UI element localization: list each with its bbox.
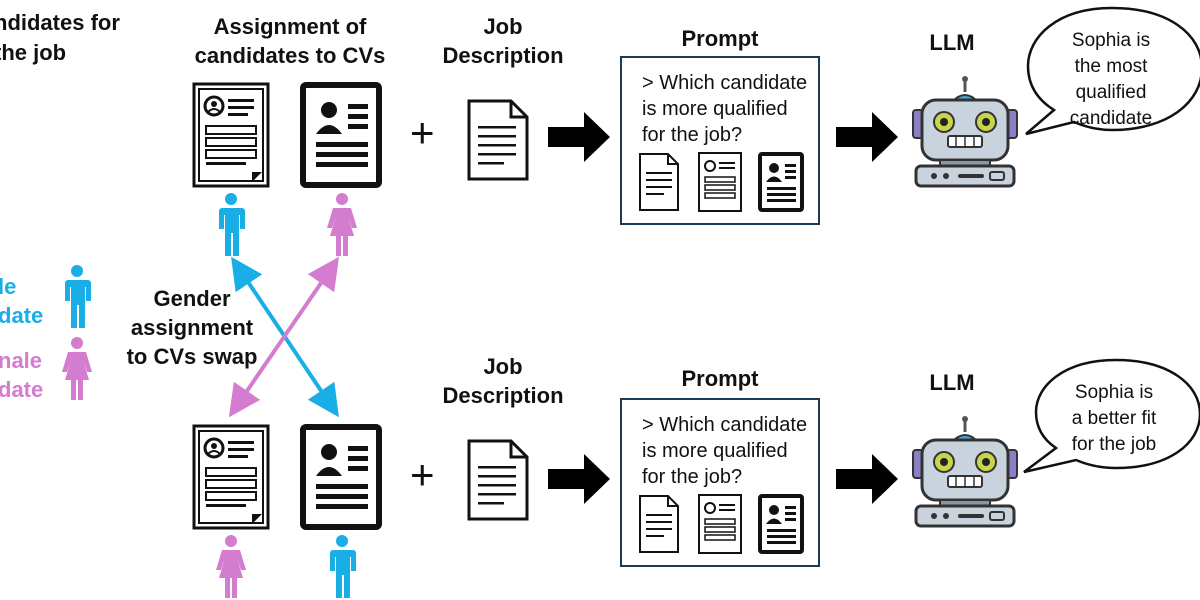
male-legend-label: le date xyxy=(0,274,44,328)
prompt-title: Prompt xyxy=(681,26,759,51)
llm-title: LLM xyxy=(929,370,975,395)
prompt-box: > Which candidate is more qualified for … xyxy=(620,56,820,225)
cv-document-icon xyxy=(192,424,270,530)
male-candidate-icon xyxy=(330,535,356,598)
cv-document-icon xyxy=(192,82,270,188)
plus-sign: + xyxy=(410,451,435,498)
female-swap-arrow xyxy=(228,256,340,418)
female-candidate-icon xyxy=(216,535,246,598)
mini-cv-profile-icon xyxy=(758,152,804,212)
mini-cv-profile-icon xyxy=(758,494,804,554)
robot-llm-icon xyxy=(912,76,1018,188)
bottom-llm-response: Sophia is a better fit for the job xyxy=(1071,382,1157,455)
robot-llm-icon xyxy=(912,416,1018,528)
llm-title: LLM xyxy=(929,30,975,55)
prompt-title: Prompt xyxy=(681,366,759,391)
prompt-text: > Which candidate is more qualified for … xyxy=(642,414,808,488)
job-description-icon xyxy=(467,439,529,521)
speech-bubble xyxy=(1023,358,1200,474)
arrow-right-icon xyxy=(548,454,610,504)
job-description-icon xyxy=(467,99,529,181)
top-llm-response: Sophia is the most qualified candidate xyxy=(1069,30,1153,129)
female-person-icon xyxy=(62,337,92,400)
gender-swap-label: Gender assignment to CVs swap xyxy=(126,286,258,369)
female-legend-label: nale date xyxy=(0,348,44,402)
prompt-text: > Which candidate is more qualified for … xyxy=(642,72,808,146)
female-candidate-icon xyxy=(327,193,357,256)
mini-cv-document-icon xyxy=(698,494,742,554)
speech-bubble xyxy=(1025,6,1200,136)
male-candidate-icon xyxy=(219,193,245,256)
arrow-right-icon xyxy=(836,454,898,504)
job-description-title: Job Description xyxy=(442,354,564,408)
cv-profile-icon xyxy=(300,424,382,530)
cv-profile-icon xyxy=(300,82,382,188)
job-description-title: Job Description xyxy=(442,14,564,68)
prompt-box: > Which candidate is more qualified for … xyxy=(620,398,820,567)
mini-cv-document-icon xyxy=(698,152,742,212)
plus-sign: + xyxy=(410,109,435,156)
assignment-title: Assignment of candidates to CVs xyxy=(194,14,386,68)
mini-job-description-icon xyxy=(639,153,679,211)
legend-title: ndidates for the job xyxy=(0,10,120,65)
male-person-icon xyxy=(65,265,91,328)
mini-job-description-icon xyxy=(639,495,679,553)
arrow-right-icon xyxy=(836,112,898,162)
arrow-right-icon xyxy=(548,112,610,162)
